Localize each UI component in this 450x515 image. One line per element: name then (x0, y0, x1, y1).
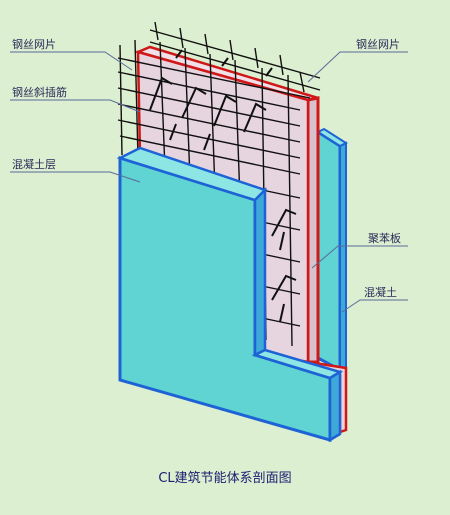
label-wire-mesh-left: 钢丝网片 (12, 38, 56, 51)
front-concrete-layer (116, 146, 344, 443)
label-eps-board: 聚苯板 (368, 231, 401, 245)
diagram-caption: CL建筑节能体系剖面图 (158, 470, 291, 486)
diagonal-rebars (149, 49, 297, 323)
back-concrete-layer (315, 127, 349, 373)
label-diagonal-rebar: 钢丝斜插筋 (12, 85, 67, 99)
label-concrete-layer: 混凝土层 (12, 157, 56, 171)
label-concrete: 混凝土 (364, 285, 397, 299)
leader-lines (10, 51, 408, 313)
label-wire-mesh-right: 钢丝网片 (356, 38, 400, 51)
